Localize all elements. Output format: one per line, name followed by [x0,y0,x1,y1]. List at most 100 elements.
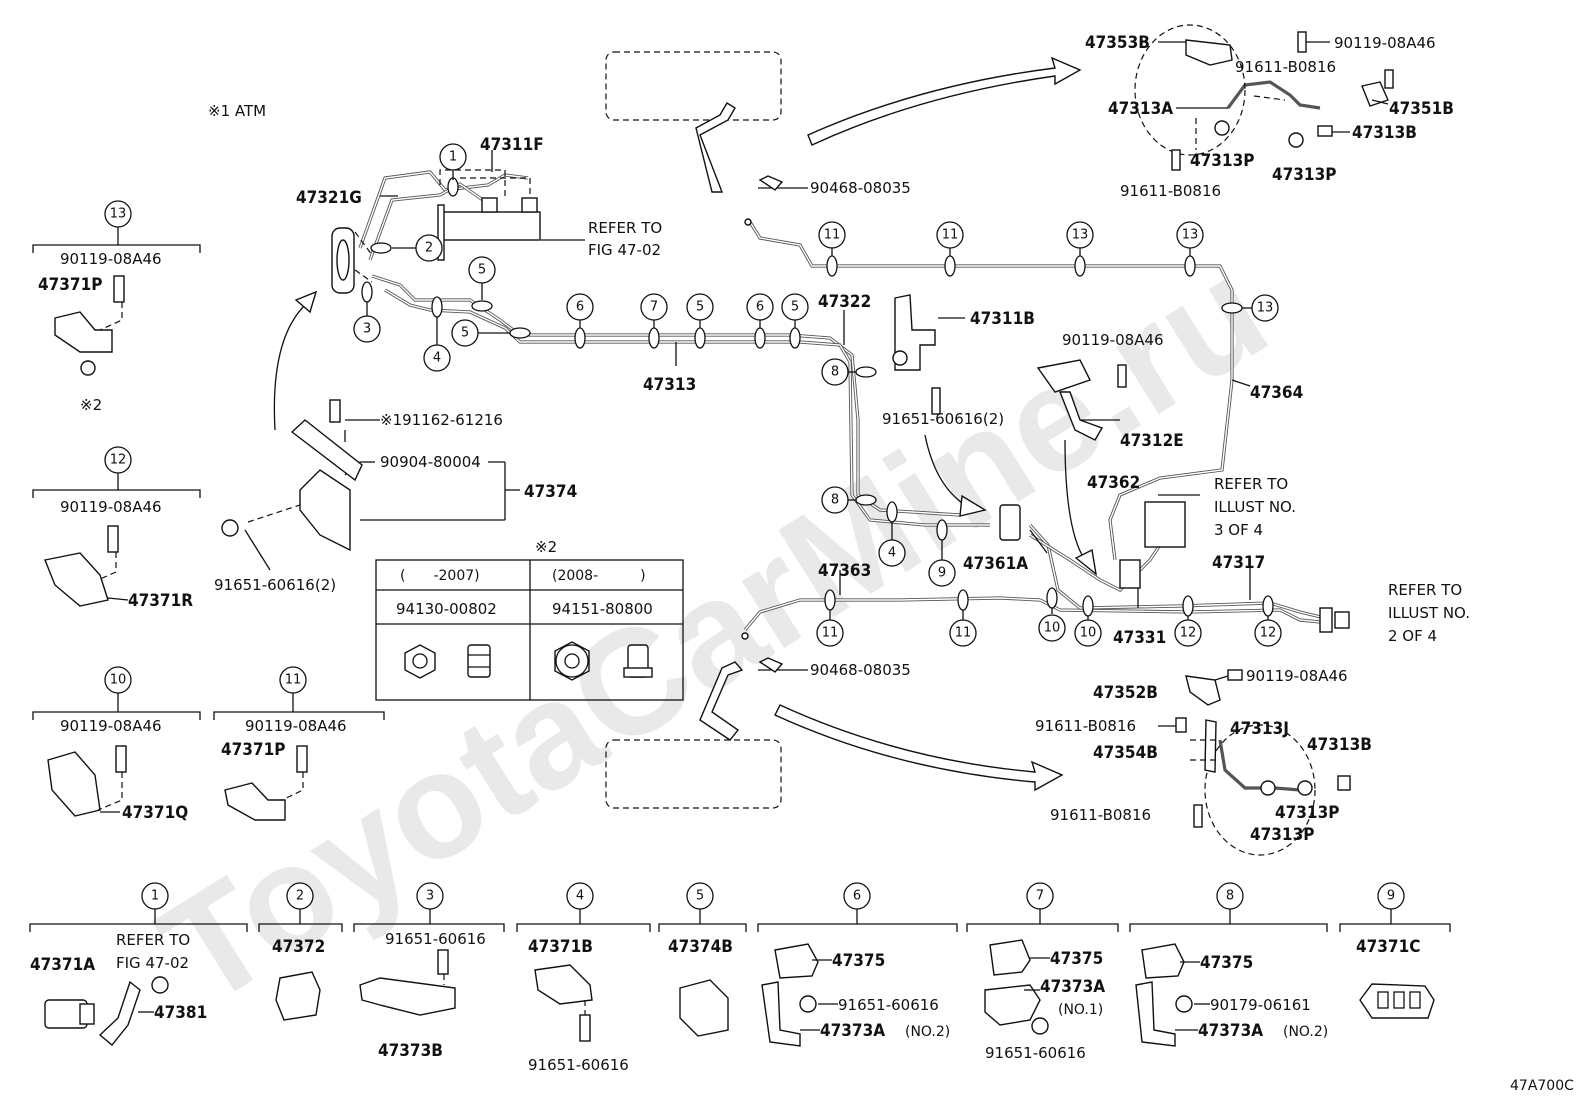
callout-5: 5 [781,293,809,321]
label-47321G: 47321G [296,188,362,208]
svg-text:12: 12 [1260,626,1277,641]
rear-bottom-parts [1175,669,1351,828]
label-refer-illust2-1: REFER TO [1388,581,1462,599]
label-47331: 47331 [1113,628,1166,648]
right-connectors [1319,607,1350,633]
callout-4: 4 [878,539,906,567]
callout-10: 10 [1038,614,1066,642]
svg-text:47371Q: 47371Q [122,803,188,823]
svg-text:5: 5 [791,300,799,315]
label-47363: 47363 [818,561,871,581]
callout-9: 9 [928,559,956,587]
svg-text:47313B: 47313B [1307,735,1372,755]
callout-8: 8 [821,486,849,514]
svg-text:91611-B0816: 91611-B0816 [1235,58,1336,76]
label-47322: 47322 [818,292,871,312]
label-91651-2b: 91651-60616(2) [214,576,336,594]
callout-12: 12 [1174,619,1202,647]
svg-text:47313J: 47313J [1230,719,1289,739]
svg-text:47352B: 47352B [1093,683,1158,703]
label-90468-bottom: 90468-08035 [810,661,911,679]
diagram-code: 47A700C [1510,1078,1574,1094]
label-47361A: 47361A [963,554,1028,574]
label-47312E: 47312E [1120,431,1184,451]
svg-text:47313P: 47313P [1275,803,1339,823]
callout-11: 11 [816,619,844,647]
label-90468-top: 90468-08035 [810,179,911,197]
master-cylinder-connection [331,169,541,294]
svg-text:91611-B0816: 91611-B0816 [1035,717,1136,735]
nut-table-col2-year: (2008- ) [552,568,646,584]
bottom-group-1: REFER TO FIG 47-02 47371A 47381 [29,908,248,1046]
svg-text:11: 11 [285,673,302,688]
svg-text:91651-60616: 91651-60616 [985,1044,1086,1062]
svg-text:12: 12 [1180,626,1197,641]
callout-5: 5 [468,256,496,284]
svg-text:90119-08A46: 90119-08A46 [1246,667,1348,685]
label-90119-a: 90119-08A46 [1062,331,1164,349]
svg-text:5: 5 [696,889,704,904]
callout-1: 1 [439,143,467,171]
bottom-group-6: 47375 91651-60616 47373A (NO.2) [757,908,958,1047]
svg-text:47313A: 47313A [1108,99,1173,119]
nut-table-col1-part: 94130-00802 [396,600,497,618]
svg-text:10: 10 [1044,621,1061,636]
rear-top-parts [1171,31,1394,171]
svg-text:11: 11 [955,626,972,641]
svg-text:5: 5 [696,300,704,315]
svg-text:91611-B0816: 91611-B0816 [1050,806,1151,824]
bottom-group-3: 91651-60616 47373B [353,908,505,1061]
svg-text:47371A: 47371A [30,955,95,975]
svg-text:90119-08A46: 90119-08A46 [1334,34,1436,52]
svg-text:47373B: 47373B [378,1041,443,1061]
svg-text:(NO.2): (NO.2) [905,1024,950,1040]
callout-group-7: 7 [1026,882,1054,910]
svg-text:47371P: 47371P [221,740,285,760]
label-refer-fig-2: FIG 47-02 [588,241,661,259]
bracket-parts [221,294,1186,589]
callout-group-11: 11 [279,666,307,694]
svg-text:47373A: 47373A [1198,1021,1263,1041]
svg-text:47351B: 47351B [1389,99,1454,119]
svg-text:3: 3 [363,322,371,337]
hex-nut-icon [404,644,436,679]
svg-text:5: 5 [461,326,469,341]
svg-text:REFER TO: REFER TO [116,931,190,949]
callout-group-5: 5 [686,882,714,910]
bottom-group-7: 47375 47373A (NO.1) 91651-60616 [966,908,1119,1062]
svg-text:7: 7 [650,300,658,315]
bottom-group-4: 47371B 91651-60616 [516,908,651,1074]
bottom-group-9: 47371C [1339,908,1451,1019]
callout-group-1: 1 [141,882,169,910]
direction-arrows [273,56,1097,792]
label-91651-2a: 91651-60616(2) [882,410,1004,428]
callout-13: 13 [1176,221,1204,249]
svg-text:47371R: 47371R [128,591,193,611]
callout-group-12: 12 [104,446,132,474]
label-47311B: 47311B [970,309,1035,329]
bottom-group-2: 47372 [258,908,343,1021]
svg-text:47372: 47372 [272,937,325,957]
svg-text:11: 11 [824,228,841,243]
callout-5: 5 [686,293,714,321]
svg-text:(NO.1): (NO.1) [1058,1002,1103,1018]
callout-13: 13 [1251,294,1279,322]
svg-text:8: 8 [831,493,839,508]
side-group-10: 90119-08A46 47371Q [32,692,201,823]
svg-text:90119-08A46: 90119-08A46 [60,498,162,516]
callout-group-10: 10 [104,666,132,694]
callout-2: 2 [415,234,443,262]
svg-text:91651-60616: 91651-60616 [385,930,486,948]
label-47313: 47313 [643,375,696,395]
side-group-12: 90119-08A46 47371R [32,472,201,611]
svg-text:47313P: 47313P [1250,825,1314,845]
nut-table-col1-year: ( -2007) [400,568,480,584]
label-refer-fig-1: REFER TO [588,219,662,237]
svg-text:47375: 47375 [832,951,885,971]
callout-10: 10 [1074,619,1102,647]
svg-text:47373A: 47373A [1040,977,1105,997]
svg-text:6: 6 [853,889,861,904]
svg-text:※2: ※2 [80,396,102,414]
